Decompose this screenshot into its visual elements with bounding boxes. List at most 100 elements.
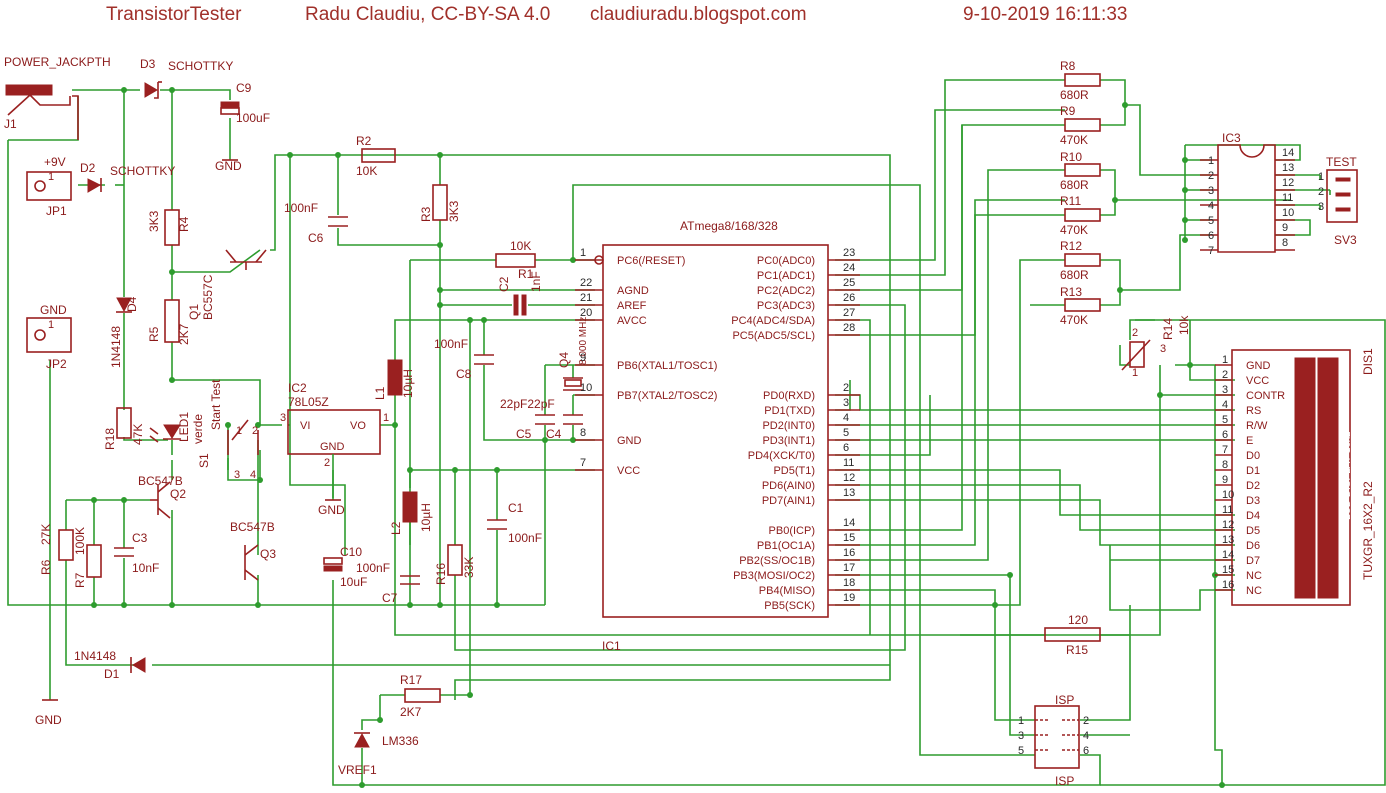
isp-pin-number: 4 [1083, 730, 1089, 742]
s1-pin-1: 1 [236, 425, 242, 437]
mcu-pin-name: AREF [617, 300, 647, 312]
r4-value: 3K3 [147, 210, 161, 232]
lcd-pin-name: D4 [1246, 510, 1260, 522]
r7-value: 100K [73, 527, 87, 555]
mcu-pin-number: 1 [580, 247, 586, 259]
mcu-pin-name: PB2(SS/OC1B) [739, 555, 815, 567]
d1-label: D1 [104, 667, 120, 681]
l1-label: L1 [373, 386, 387, 400]
sv3-connector: TEST SV3 123 [1318, 155, 1358, 247]
jp1-label: JP1 [46, 204, 67, 218]
r12-label: R12 [1060, 239, 1082, 253]
r3-value: 3K3 [447, 200, 461, 222]
c2-value: 1nF [529, 271, 543, 292]
ic2-label: IC2 [288, 381, 307, 395]
mcu-pin-number: 9 [580, 352, 586, 364]
lcd-pin-name: D6 [1246, 540, 1260, 552]
d1-type: 1N4148 [74, 649, 116, 663]
mcu-pin-number: 2 [843, 382, 849, 394]
mcu-pin-number: 21 [580, 292, 592, 304]
lcd-pin-number: 3 [1222, 384, 1228, 396]
mcu-pin-name: AVCC [617, 315, 647, 327]
mcu-pin-name: PD3(INT1) [762, 435, 815, 447]
resistor-bank-r8-r13: R8 680R R9 470K R10 680R R11 470K R12 68… [1060, 59, 1101, 327]
lcd-pin-number: 15 [1222, 564, 1234, 576]
q4-value: 8.000 MHz [578, 317, 589, 365]
diode-d2: D2 SCHOTTKY [80, 161, 175, 193]
capacitor-c10: C10 10uF [323, 545, 367, 589]
lcd-pin-name: RS [1246, 405, 1261, 417]
ic3-pin-number: 1 [1208, 155, 1214, 167]
r18-label: R18 [103, 428, 117, 450]
lcd-pin-number: 7 [1222, 444, 1228, 456]
isp-pin-number: 2 [1083, 715, 1089, 727]
r7-label: R7 [73, 572, 87, 588]
jp2-pin: 1 [48, 319, 54, 331]
sv3-pin-number: 2 [1318, 186, 1324, 198]
resistor-r6: R6 27K [39, 524, 74, 575]
lcd-pin-name: VCC [1246, 375, 1269, 387]
mcu-pin-name: PC4(ADC4/SDA) [731, 315, 815, 327]
power-jack-j1: POWER_JACKPTH J1 [4, 55, 111, 140]
lcd-pin-number: 2 [1222, 369, 1228, 381]
resistor-r16: R16 33K [434, 544, 476, 585]
resistor-r7: R7 100K [73, 527, 102, 588]
isp-pin-number: 5 [1018, 745, 1024, 757]
mcu-pin-name: PD2(INT0) [762, 420, 815, 432]
ic1-label: IC1 [602, 639, 621, 653]
q1-type: BC557C [201, 274, 215, 320]
q3-type: BC547B [230, 520, 275, 534]
mcu-pin-number: 4 [843, 412, 849, 424]
r15-label: R15 [1066, 643, 1088, 657]
lcd-title: LCD DISPLAY 16x2 [1342, 431, 1353, 520]
lcd-pin-name: D0 [1246, 450, 1260, 462]
r11-value: 470K [1060, 223, 1088, 237]
vref-lm336: LM336 VREF1 [338, 732, 419, 777]
ic2-vi: VI [300, 420, 310, 432]
mcu-pin-number: 22 [580, 277, 592, 289]
mcu-pin-name: PB5(SCK) [764, 600, 815, 612]
c2-label: C2 [497, 276, 511, 292]
ic3-pin-number: 8 [1282, 237, 1288, 249]
ic2-gnd-symbol: GND [318, 503, 345, 517]
c7-label: C7 [382, 591, 398, 605]
ic3-pin-number: 4 [1208, 200, 1214, 212]
r14-pin-2: 2 [1132, 327, 1138, 339]
lcd-pin-number: 10 [1222, 489, 1234, 501]
s1-pin-2: 2 [252, 425, 258, 437]
mcu-name: ATmega8/168/328 [680, 219, 778, 233]
mcu-atmega: ATmega8/168/328 1PC6(/RESET)22AGND21AREF… [575, 219, 860, 618]
c7-value: 100nF [356, 561, 390, 575]
r1-value: 10K [510, 239, 531, 253]
ic3-pin-number: 5 [1208, 215, 1214, 227]
resistor-r18: R18 47K [103, 407, 145, 450]
isp-label-bottom: ISP [1055, 774, 1074, 788]
resistor-r15: 120 R15 [1044, 613, 1101, 657]
mcu-pin-name: PC3(ADC3) [757, 300, 815, 312]
r3-label: R3 [419, 206, 433, 222]
c6-value: 100nF [284, 201, 318, 215]
q2-type: BC547B [138, 474, 183, 488]
mcu-pin-number: 27 [843, 307, 855, 319]
lcd-pin-name: NC [1246, 570, 1262, 582]
r9-value: 470K [1060, 133, 1088, 147]
r17-label: R17 [400, 673, 422, 687]
vref1-label: VREF1 [338, 763, 377, 777]
ic3-pin-number: 6 [1208, 230, 1214, 242]
transistor-q3: BC547B Q3 [230, 520, 276, 581]
r2-label: R2 [356, 134, 372, 148]
r14-label: R14 [1161, 318, 1175, 340]
capacitor-c6: 100nF C6 [284, 201, 348, 245]
c10-value: 10uF [340, 575, 367, 589]
c10-label: C10 [340, 545, 362, 559]
mcu-pin-number: 11 [843, 457, 854, 469]
lcd-pin-number: 13 [1222, 534, 1234, 546]
mcu-pin-number: 16 [843, 547, 855, 559]
isp-label-top: ISP [1055, 693, 1074, 707]
lcd-type: TUXGR_16X2_R2 [1361, 481, 1375, 580]
c8-value: 100nF [434, 337, 468, 351]
